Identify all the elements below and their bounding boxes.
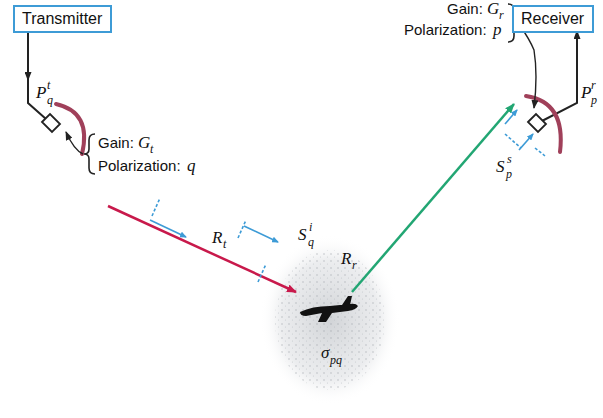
- incident-wave-markers: [150, 198, 278, 282]
- symbol-index: r: [499, 9, 504, 21]
- math-symbol: p: [493, 21, 502, 38]
- scattered-wave-markers: [505, 110, 545, 156]
- math-symbol: G: [487, 0, 499, 17]
- incident-path: [108, 206, 296, 292]
- scattered-path: [352, 104, 514, 292]
- math-symbol: P: [581, 84, 591, 101]
- parameter-label: Gain:: [447, 1, 483, 16]
- math-symbol: S: [298, 226, 307, 243]
- math-symbol: S: [496, 158, 505, 175]
- parameter-label: Polarization:: [98, 158, 181, 173]
- symbol-index: t: [150, 143, 153, 155]
- tx-leader: [66, 132, 83, 154]
- parameter-label: Polarization:: [404, 22, 487, 37]
- tx-dish: [56, 104, 84, 154]
- symbol-index: p: [591, 94, 597, 106]
- parameter-label: Gain:: [98, 135, 134, 150]
- symbol-index: s: [507, 153, 512, 165]
- symbol-index: i: [309, 221, 312, 233]
- tx-feed-horn: [42, 114, 60, 132]
- math-symbol: R: [212, 229, 222, 246]
- math-symbol: G: [138, 134, 150, 151]
- symbol-index: t: [223, 238, 226, 250]
- math-symbol: q: [187, 157, 196, 174]
- box-label: Receiver: [521, 10, 584, 28]
- symbol-index: r: [591, 79, 596, 91]
- box-label: Transmitter: [22, 10, 102, 28]
- rx-feed-horn: [528, 114, 546, 132]
- rx-feed-line: [540, 50, 577, 122]
- tx-power-arrow: [27, 55, 29, 80]
- symbol-index: r: [352, 259, 357, 271]
- math-symbol: R: [341, 250, 351, 267]
- math-symbol: P: [36, 84, 46, 101]
- symbol-index: q: [47, 94, 53, 106]
- rx-power-arrow: [576, 31, 578, 60]
- rx-dish: [526, 96, 561, 152]
- symbol-index: pq: [330, 354, 342, 366]
- rx-leader: [519, 24, 536, 108]
- symbol-index: t: [47, 79, 50, 91]
- math-symbol: σ: [321, 344, 329, 361]
- device-box: Transmitter: [13, 5, 112, 33]
- aircraft: [300, 296, 358, 322]
- symbol-index: p: [506, 168, 512, 180]
- tx-brace: [84, 134, 95, 174]
- symbol-index: q: [308, 236, 314, 248]
- device-box: Receiver: [512, 5, 594, 33]
- tx-feed-line: [28, 30, 46, 119]
